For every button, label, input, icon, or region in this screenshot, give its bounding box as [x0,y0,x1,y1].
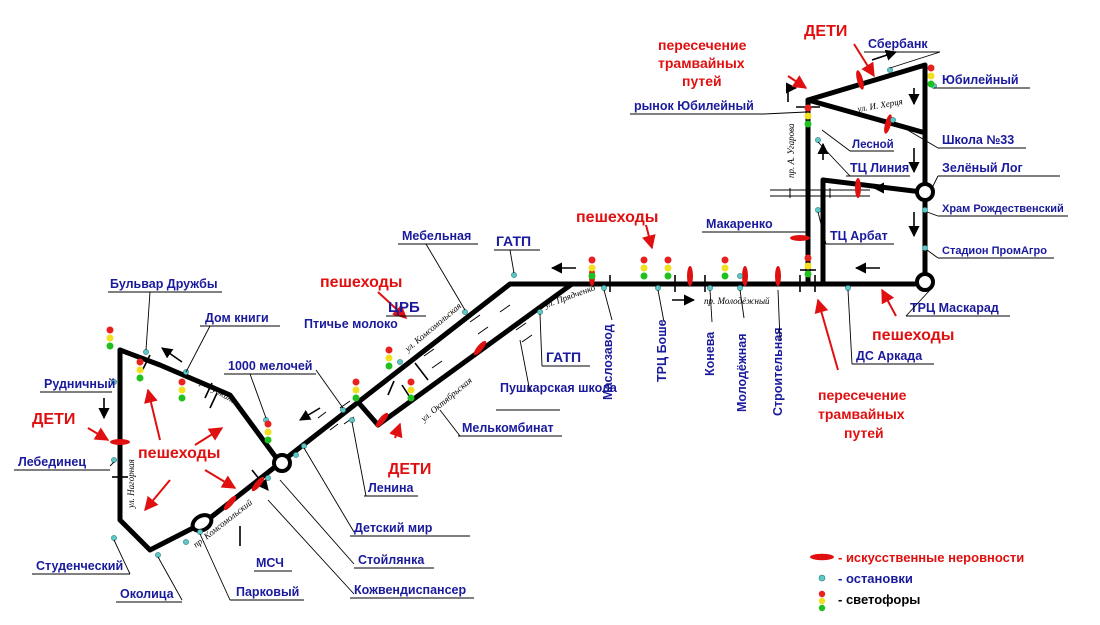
route-ticks [112,106,820,478]
warn-peresechenie-top-2: трамвайных [658,55,745,71]
stop-yubileyny: Юбилейный [942,73,1019,87]
stop-parkovy: Парковый [236,585,299,599]
stop-lenina: Ленина [368,481,415,495]
warn-peshekhody-right: пешеходы [872,327,954,344]
warn-peresechenie-top-1: пересечение [658,37,747,53]
stop-rudnichny: Рудничный [44,377,115,391]
stop-msch: МСЧ [256,556,284,570]
tram-track-marks [317,188,870,431]
warn-peshekhody-left: пешеходы [138,445,220,462]
street-oktyabrskaya: ул. Октябрьская [418,375,474,424]
warn-deti-top: ДЕТИ [804,23,847,40]
legend-bumps: - искусственные неровности [838,550,1024,565]
stop-stroitelnaya: Строительная [771,327,785,416]
legend-stop-icon [818,574,826,582]
stop-labels: Бульвар Дружбы Дом книги Рудничный Лебед… [14,37,1068,603]
stop-trts-liniya: ТЦ Линия [850,161,909,175]
leader-lines [109,51,941,601]
stop-gatp-top: ГАТП [496,233,531,249]
stop-shkola33: Школа №33 [942,133,1014,147]
street-molodezhny: пр. Молодёжный [704,296,770,306]
warning-arrows [87,43,897,512]
stop-tts-arbat: ТЦ Арбат [830,229,888,243]
stop-gatp-bottom: ГАТП [546,349,581,365]
warn-peresechenie-bot-1: пересечение [818,387,907,403]
roundabout-right-top [915,182,935,202]
warn-peshekhody-top: пешеходы [576,209,658,226]
stop-molodezhnaya: Молодёжная [735,333,749,412]
stop-1000-melochei: 1000 мелочей [228,359,312,373]
legend-traffic-light-icon [818,590,826,612]
stop-stadion: Стадион ПромАгро [942,245,1047,257]
stop-studenchesky: Студенческий [36,559,123,573]
stop-bulvar-druzhby: Бульвар Дружбы [110,277,218,291]
stop-maslozavod: Маслозавод [601,324,615,400]
stop-mebelnaya: Мебельная [402,229,471,243]
stop-koneva: Конева [703,331,717,376]
roundabout-left [272,453,292,473]
stop-detsky-mir: Детский мир [354,521,433,535]
stop-trts-maskarad: ТРЦ Маскарад [910,301,999,315]
street-khertsa: ул. И. Херця [856,96,904,114]
stop-trts-boshe: ТРЦ Боше [655,319,669,382]
street-gubkina: пр. Губкина [195,375,239,406]
legend-stops: - остановки [838,571,913,586]
warn-deti-left: ДЕТИ [32,411,75,428]
warnings: ДЕТИ пешеходы пешеходы ДЕТИ пешеходы пер… [32,23,954,478]
stop-zeleny-log: Зелёный Лог [942,161,1023,175]
street-nagornaya: ул. Нагорная [126,459,136,509]
stop-lebedinets: Лебединец [18,455,86,469]
stop-okolitsa: Околица [120,587,175,601]
stop-melkombinat: Мелькомбинат [462,421,554,435]
stop-lesnoy: Лесной [852,139,894,151]
stop-dom-knigi: Дом книги [205,311,269,325]
warn-peresechenie-bot-2: трамвайных [818,406,905,422]
warn-peshekhody-center: пешеходы [320,274,402,291]
roundabout-oval [190,513,214,533]
speed-bumps [110,70,892,511]
stop-ds-arkada: ДС Аркада [856,349,923,363]
stop-tsrb: ЦРБ [388,299,420,316]
legend: - искусственные неровности - остановки -… [810,550,1024,612]
warn-deti-center: ДЕТИ [388,461,431,478]
route-lines [117,62,928,553]
stop-khram: Храм Рождественский [942,203,1064,215]
legend-lights: - светофоры [838,592,920,607]
legend-bump-icon [810,553,834,561]
direction-arrows [98,49,920,546]
warn-peresechenie-top-3: путей [682,73,722,89]
stop-sberbank: Сбербанк [868,37,928,51]
stop-kozhvendispanser: Кожвендиспансер [354,583,467,597]
stop-stoyanka: Стойлянка [358,553,425,567]
warn-peresechenie-bot-3: путей [844,425,884,441]
roundabout-right-bottom [915,272,935,292]
stop-ptichye-moloko-line1: Птичье молоко [304,317,398,331]
street-ugarova: пр. А. Угарова [786,123,796,178]
stop-makarenko: Макаренко [706,217,773,231]
stop-rynok-yubileyny: рынок Юбилейный [634,99,754,113]
